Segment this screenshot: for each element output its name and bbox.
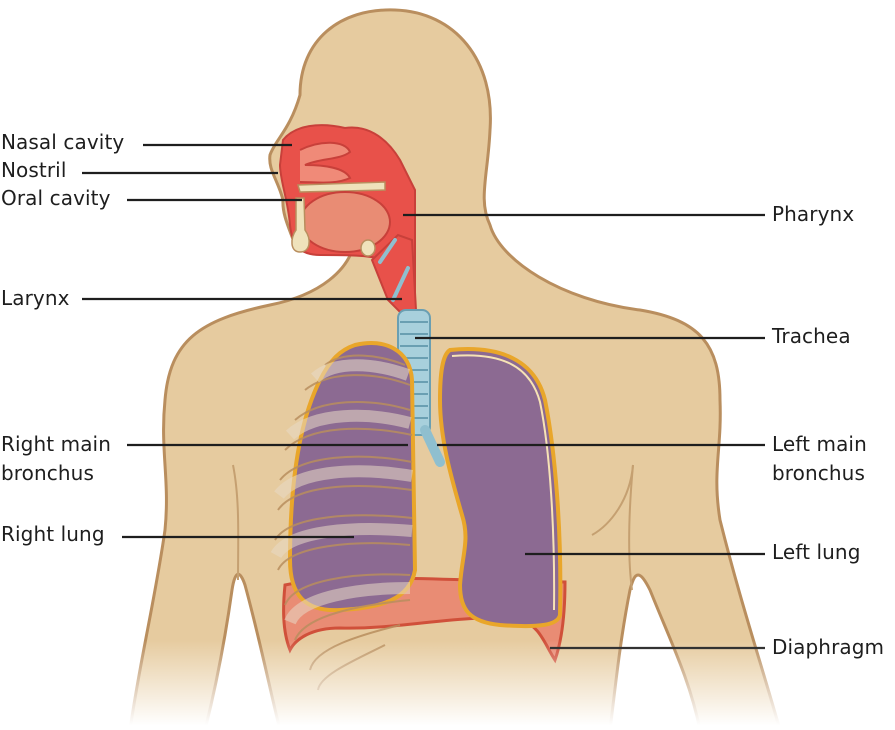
- label-left-lung: Left lung: [772, 540, 861, 564]
- label-right-main-bronchus-line1: Right main: [1, 432, 111, 456]
- rib-bands: [270, 359, 413, 625]
- label-left-main-bronchus-line1: Left main: [772, 432, 867, 456]
- left-lung-shape: [437, 347, 563, 629]
- bottom-fade: [0, 640, 895, 730]
- larynx-cartilage: [378, 238, 410, 302]
- label-right-lung: Right lung: [1, 522, 105, 546]
- hard-palate: [297, 181, 386, 193]
- jaw-bone: [291, 197, 310, 253]
- label-trachea: Trachea: [772, 324, 851, 348]
- label-pharynx: Pharynx: [772, 202, 855, 226]
- label-left-main-bronchus-line2: bronchus: [772, 461, 865, 485]
- label-nasal-cavity: Nasal cavity: [1, 130, 125, 154]
- label-right-main-bronchus-line2: bronchus: [1, 461, 94, 485]
- label-diaphragm: Diaphragm: [772, 635, 885, 659]
- arm-contour-left: [628, 464, 634, 591]
- nasal-conchae: [299, 141, 352, 184]
- tongue: [299, 191, 391, 253]
- left-lung-pleura-inner: [451, 354, 556, 611]
- chest-contour-right: [232, 464, 240, 581]
- label-nostril: Nostril: [1, 158, 67, 182]
- hyoid: [360, 239, 376, 257]
- label-oral-cavity: Oral cavity: [1, 186, 111, 210]
- rib-cage: [274, 354, 413, 691]
- label-larynx: Larynx: [1, 286, 70, 310]
